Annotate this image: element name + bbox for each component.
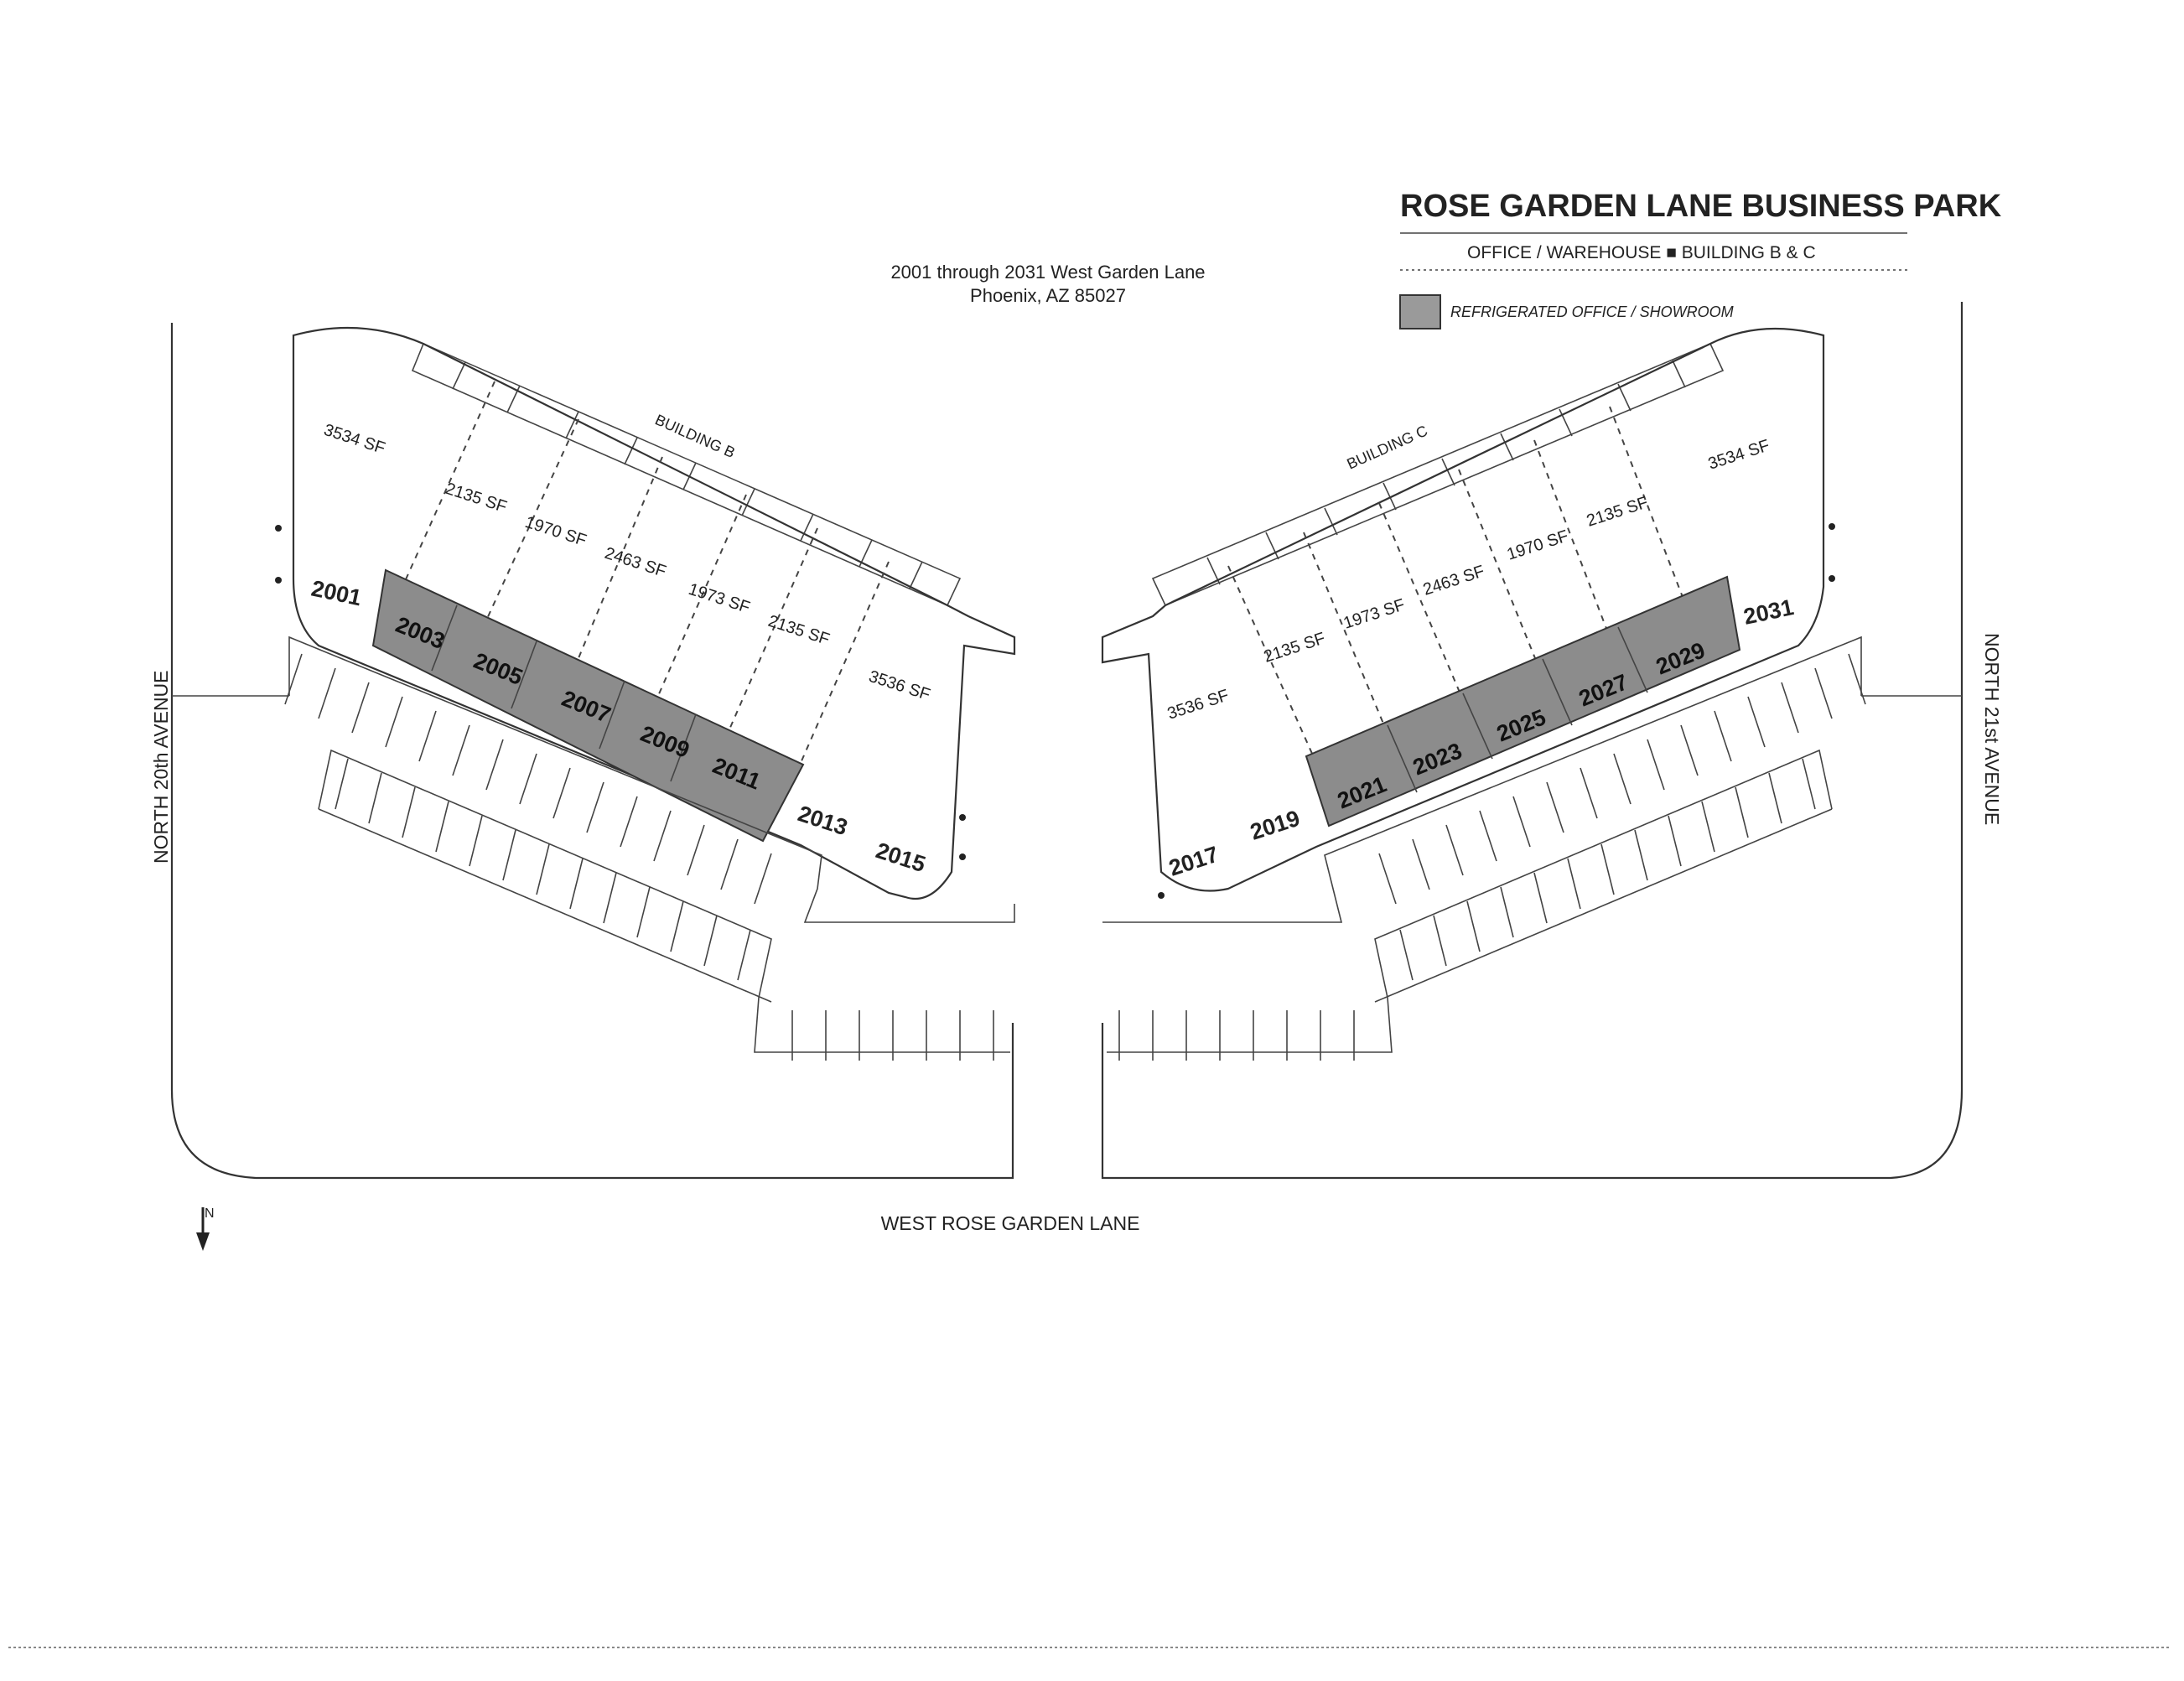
address-line-1: 2001 through 2031 West Garden Lane <box>890 262 1205 283</box>
header-block: ROSE GARDEN LANE BUSINESS PARK OFFICE / … <box>1399 189 2002 329</box>
building-c-area-2: 2135 SF <box>1262 629 1328 666</box>
building-c-area-4: 2463 SF <box>1421 562 1487 599</box>
building-c-unit-dividers <box>1227 406 1686 764</box>
building-b: BUILDING B 3534 SF 2135 SF 1970 SF 2463 … <box>275 326 1016 900</box>
building-b-unit-dividers <box>402 381 890 764</box>
building-c-area-3: 1973 SF <box>1341 595 1408 632</box>
building-b-area-6: 2135 SF <box>765 612 832 649</box>
building-b-area-3: 1970 SF <box>522 513 589 550</box>
building-b-area-4: 2463 SF <box>602 544 668 581</box>
north-arrow-icon: N <box>196 1206 215 1251</box>
unit-2019: 2019 <box>1248 806 1303 845</box>
park-subtitle: OFFICE / WAREHOUSE ■ BUILDING B & C <box>1467 243 1816 262</box>
legend-swatch <box>1399 294 1441 329</box>
building-c-parking <box>1102 636 1866 1061</box>
building-b-area-7: 3536 SF <box>866 667 932 704</box>
building-b-label: BUILDING B <box>652 411 737 461</box>
building-c-area-6: 2135 SF <box>1585 493 1651 530</box>
street-west-rose-garden: WEST ROSE GARDEN LANE <box>881 1212 1140 1234</box>
address-line-2: Phoenix, AZ 85027 <box>970 285 1126 306</box>
building-c-showroom-band <box>1305 575 1741 828</box>
building-b-parking <box>284 636 1015 1061</box>
street-north-20th: NORTH 20th AVENUE <box>150 670 172 864</box>
street-north-21st: NORTH 21st AVENUE <box>1981 633 2003 825</box>
building-b-area-5: 1973 SF <box>686 580 752 617</box>
building-b-area-1: 3534 SF <box>321 421 387 458</box>
unit-2031: 2031 <box>1741 594 1796 630</box>
site-boundary <box>170 302 1964 1180</box>
building-c-area-1: 3536 SF <box>1165 686 1232 723</box>
svg-text:N: N <box>205 1206 215 1221</box>
legend-label: REFRIGERATED OFFICE / SHOWROOM <box>1450 304 1734 320</box>
building-c-dock-strip <box>1151 342 1725 607</box>
building-c-outline <box>1101 327 1825 892</box>
park-title: ROSE GARDEN LANE BUSINESS PARK <box>1400 189 2002 224</box>
building-c-label: BUILDING C <box>1344 422 1429 472</box>
building-b-showroom-band <box>371 568 805 843</box>
building-c: BUILDING C 3536 SF 2135 SF 1973 SF 2463 … <box>1101 327 1835 899</box>
unit-2001: 2001 <box>309 576 364 611</box>
building-b-outline <box>292 326 1016 900</box>
building-b-area-2: 2135 SF <box>443 480 509 516</box>
building-c-area-7: 3534 SF <box>1706 436 1772 473</box>
unit-2015: 2015 <box>873 838 928 877</box>
unit-2017: 2017 <box>1166 842 1222 881</box>
unit-2013: 2013 <box>795 801 850 840</box>
building-c-area-5: 1970 SF <box>1505 527 1571 563</box>
